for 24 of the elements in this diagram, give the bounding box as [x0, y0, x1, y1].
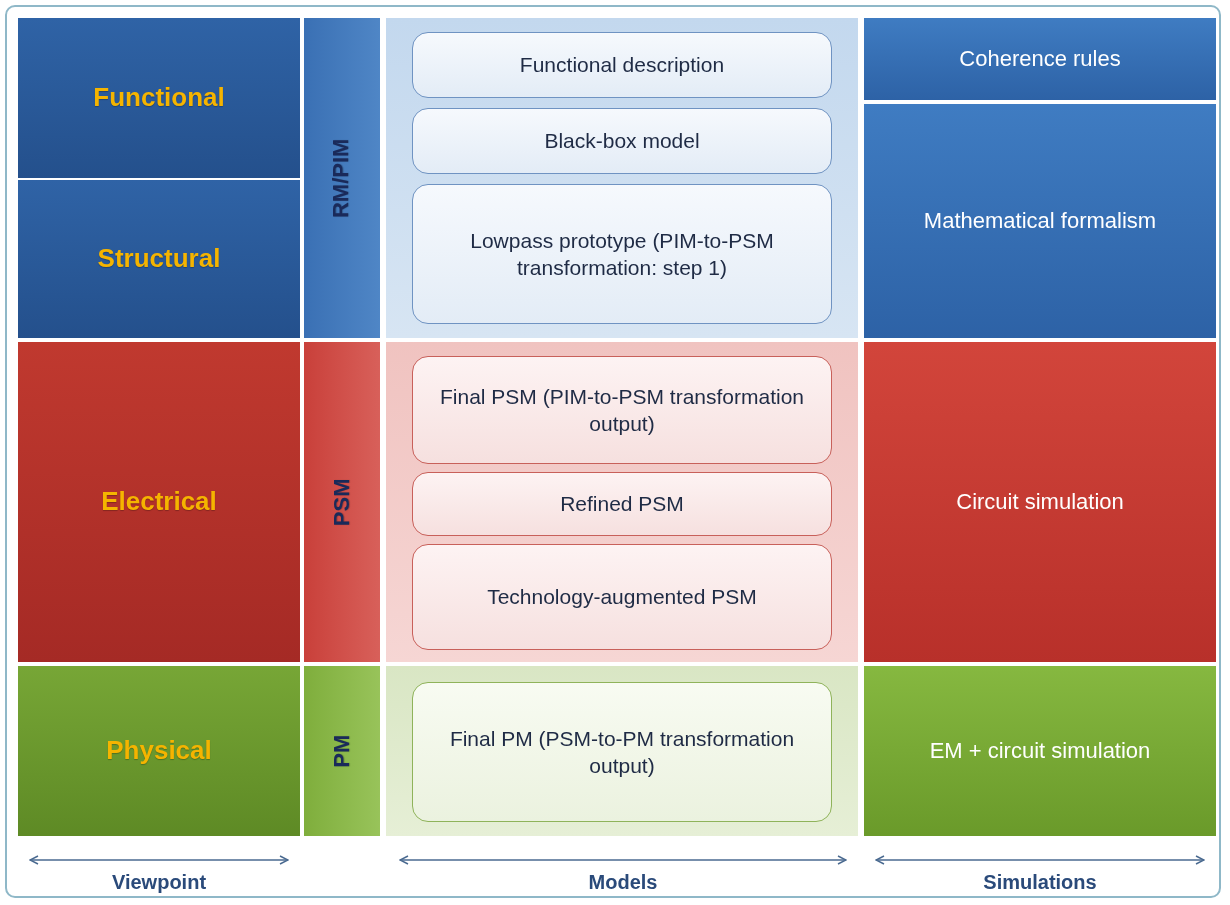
model-level-band: PM	[304, 666, 380, 836]
models-panel	[386, 666, 858, 836]
model-box: Lowpass prototype (PIM-to-PSM transformation: step 1)	[412, 184, 832, 324]
viewpoint-cell: Electrical	[18, 342, 300, 662]
model-level-band: PSM	[304, 342, 380, 662]
model-box: Functional description	[412, 32, 832, 98]
model-box: Black-box model	[412, 108, 832, 174]
column-label: Models	[587, 871, 659, 894]
viewpoint-cell: Structural	[18, 180, 300, 338]
column-label: Viewpoint	[110, 871, 208, 894]
simulation-cell: Coherence rules	[864, 18, 1216, 100]
model-box: Technology-augmented PSM	[412, 544, 832, 650]
model-box: Refined PSM	[412, 472, 832, 536]
simulation-cell: Mathematical formalism	[864, 104, 1216, 338]
column-label: Simulations	[982, 871, 1098, 894]
viewpoint-cell: Functional	[18, 18, 300, 178]
models-panel	[386, 342, 858, 662]
simulation-cell: Circuit simulation	[864, 342, 1216, 662]
model-box: Final PSM (PIM-to-PSM transformation output)	[412, 356, 832, 464]
viewpoint-cell: Physical	[18, 666, 300, 836]
model-box: Final PM (PSM-to-PM transformation output)	[412, 682, 832, 822]
models-panel	[386, 18, 858, 338]
simulation-cell: EM + circuit simulation	[864, 666, 1216, 836]
model-level-band: RM/PIM	[304, 18, 380, 338]
